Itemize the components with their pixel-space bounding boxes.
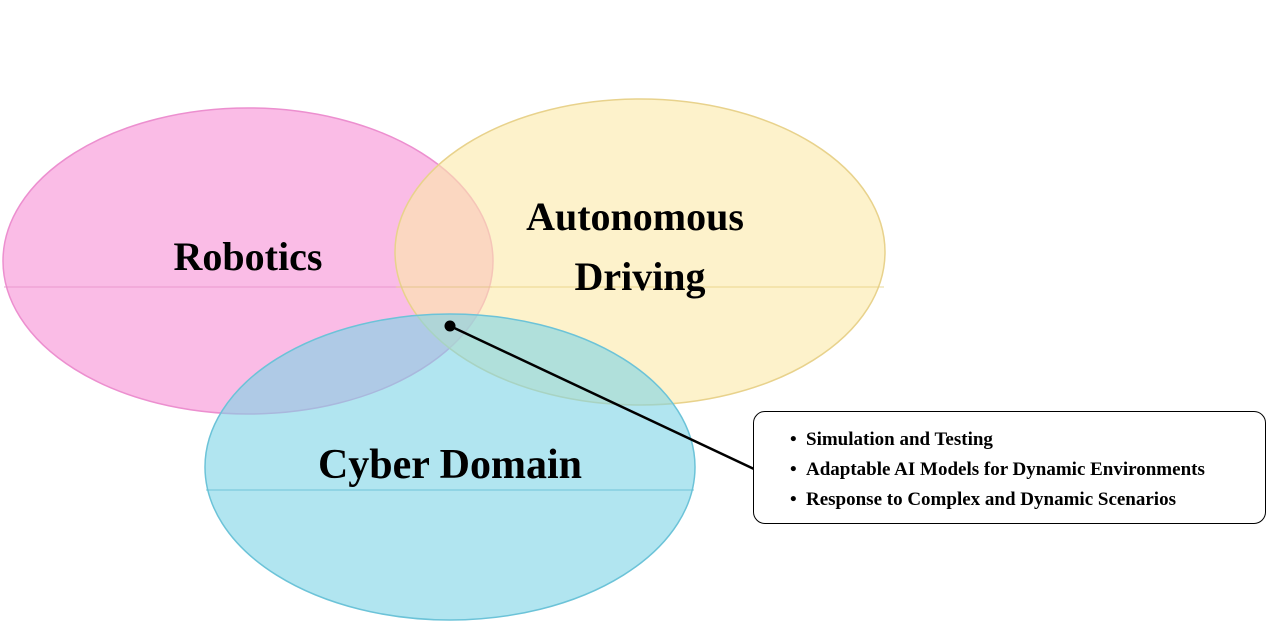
callout-item-text: Response to Complex and Dynamic Scenario… (806, 489, 1176, 510)
autonomous-driving-label-line-1: Autonomous (526, 194, 744, 239)
robotics-label-line: Robotics (174, 234, 323, 279)
bullet-icon: • (790, 429, 797, 450)
cyber-domain-set-ellipse (204, 313, 696, 621)
cyber-domain-label-line: Cyber Domain (318, 442, 582, 488)
cyber-domain-label: Cyber Domain (318, 442, 582, 488)
intersection-marker-dot (444, 320, 456, 332)
bullet-icon: • (790, 489, 797, 510)
intersection-callout-list: • Simulation and Testing • Adaptable AI … (790, 425, 1265, 515)
callout-list-item: • Adaptable AI Models for Dynamic Enviro… (790, 455, 1265, 485)
bullet-icon: • (790, 459, 797, 480)
callout-connector-line (449, 324, 755, 471)
callout-item-text: Simulation and Testing (806, 429, 993, 450)
callout-item-text: Adaptable AI Models for Dynamic Environm… (806, 459, 1205, 480)
autonomous-driving-label-line-2: Driving (574, 254, 705, 299)
callout-list-item: • Simulation and Testing (790, 425, 1265, 455)
autonomous-driving-label: Autonomous Driving (526, 194, 754, 299)
intersection-callout-box: • Simulation and Testing • Adaptable AI … (753, 411, 1266, 524)
callout-list-item: • Response to Complex and Dynamic Scenar… (790, 485, 1265, 515)
robotics-label: Robotics (174, 234, 323, 279)
